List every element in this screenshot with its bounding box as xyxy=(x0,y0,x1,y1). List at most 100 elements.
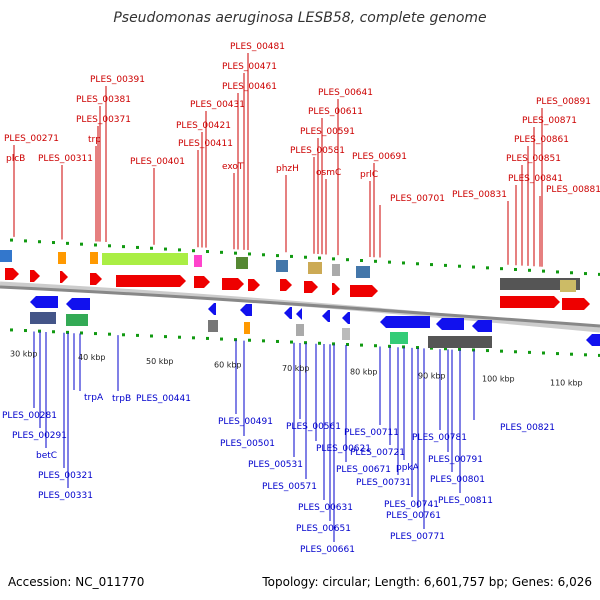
reverse-track-tick xyxy=(556,352,559,356)
scale-tick-label: 100 kbp xyxy=(482,375,515,384)
forward-gene-label[interactable]: PLES_00481 xyxy=(230,42,285,52)
forward-track-tick xyxy=(332,257,335,261)
reverse-gene-label[interactable]: PLES_00721 xyxy=(350,448,405,458)
reverse-gene-label[interactable]: PLES_00631 xyxy=(298,503,353,513)
forward-track-tick xyxy=(486,266,489,270)
reverse-track-tick xyxy=(122,333,125,337)
reverse-gene-label[interactable]: PLES_00441 xyxy=(136,394,191,404)
reverse-gene-label[interactable]: PLES_00281 xyxy=(2,411,57,421)
forward-gene-label[interactable]: osmC xyxy=(316,168,341,178)
forward-track-tick xyxy=(66,241,69,245)
forward-track-tick xyxy=(430,263,433,267)
forward-feature-box xyxy=(332,264,340,276)
reverse-gene-label[interactable]: PLES_00321 xyxy=(38,471,93,481)
forward-gene-arrow xyxy=(5,268,19,280)
reverse-gene-label[interactable]: betC xyxy=(36,451,57,461)
forward-gene-label[interactable]: exoT xyxy=(222,162,244,172)
forward-gene-label[interactable]: PLES_00411 xyxy=(178,139,233,149)
forward-track-tick xyxy=(598,272,600,276)
scale-tick-label: 40 kbp xyxy=(78,353,106,362)
forward-gene-label[interactable]: PLES_00831 xyxy=(452,190,507,200)
forward-feature-box xyxy=(356,266,370,278)
reverse-gene-label[interactable]: PLES_00491 xyxy=(218,417,273,427)
reverse-gene-label[interactable]: ppkA xyxy=(396,463,420,473)
forward-gene-label[interactable]: PLES_00611 xyxy=(308,107,363,117)
forward-gene-label[interactable]: PLES_00641 xyxy=(318,88,373,98)
reverse-track-tick xyxy=(514,350,517,354)
forward-track-tick xyxy=(402,261,405,265)
reverse-gene-label[interactable]: PLES_00621 xyxy=(316,444,371,454)
reverse-track-tick xyxy=(346,342,349,346)
reverse-gene-label[interactable]: PLES_00821 xyxy=(500,423,555,433)
reverse-gene-label[interactable]: PLES_00671 xyxy=(336,465,391,475)
reverse-gene-label[interactable]: PLES_00741 xyxy=(384,500,439,510)
forward-gene-label[interactable]: PLES_00891 xyxy=(536,97,591,107)
forward-gene-label[interactable]: PLES_00581 xyxy=(290,146,345,156)
forward-gene-label[interactable]: plcB xyxy=(6,154,25,164)
forward-gene-label[interactable]: PLES_00461 xyxy=(222,82,277,92)
reverse-gene-label[interactable]: PLES_00291 xyxy=(12,431,67,441)
forward-track-tick xyxy=(542,269,545,273)
forward-gene-label[interactable]: PLES_00691 xyxy=(352,152,407,162)
reverse-track-tick xyxy=(178,335,181,339)
forward-gene-label[interactable]: PLES_00471 xyxy=(222,62,277,72)
forward-gene-label[interactable]: PLES_00431 xyxy=(190,100,245,110)
reverse-gene-label[interactable]: PLES_00571 xyxy=(262,482,317,492)
forward-gene-label[interactable]: PLES_00391 xyxy=(90,75,145,85)
forward-gene-label[interactable]: PLES_00591 xyxy=(300,127,355,137)
forward-gene-label[interactable]: PLES_00311 xyxy=(38,154,93,164)
reverse-track-tick xyxy=(150,334,153,338)
forward-gene-label[interactable]: PLES_00371 xyxy=(76,115,131,125)
forward-track-tick xyxy=(346,258,349,262)
reverse-gene-label[interactable]: PLES_00771 xyxy=(390,532,445,542)
forward-gene-label[interactable]: PLES_00381 xyxy=(76,95,131,105)
reverse-track-tick xyxy=(248,338,251,342)
reverse-gene-label[interactable]: PLES_00651 xyxy=(296,524,351,534)
forward-gene-label[interactable]: prlC xyxy=(360,170,378,180)
reverse-track-tick xyxy=(234,338,237,342)
forward-gene-label[interactable]: PLES_00271 xyxy=(4,134,59,144)
reverse-gene-label[interactable]: PLES_00761 xyxy=(386,511,441,521)
forward-gene-arrow xyxy=(280,279,292,291)
reverse-gene-label[interactable]: PLES_00331 xyxy=(38,491,93,501)
forward-gene-label[interactable]: PLES_00701 xyxy=(390,194,445,204)
forward-gene-label[interactable]: PLES_00871 xyxy=(522,116,577,126)
reverse-gene-label[interactable]: trpB xyxy=(112,394,131,404)
forward-gene-label[interactable]: PLES_00401 xyxy=(130,157,185,167)
forward-gene-label[interactable]: phzH xyxy=(276,164,299,174)
forward-feature-box xyxy=(58,252,66,264)
forward-gene-label[interactable]: PLES_00851 xyxy=(506,154,561,164)
forward-feature-box xyxy=(560,280,576,292)
reverse-track-tick xyxy=(444,347,447,351)
forward-gene-label[interactable]: trp xyxy=(88,135,101,145)
reverse-gene-label[interactable]: PLES_00781 xyxy=(412,433,467,443)
reverse-gene-label[interactable]: PLES_00731 xyxy=(356,478,411,488)
reverse-gene-label[interactable]: PLES_00561 xyxy=(286,422,341,432)
forward-track-tick xyxy=(276,254,279,258)
forward-gene-label[interactable]: PLES_00841 xyxy=(508,174,563,184)
forward-gene-label[interactable]: PLES_00881 xyxy=(546,185,600,195)
reverse-gene-label[interactable]: PLES_00811 xyxy=(438,496,493,506)
reverse-track-tick xyxy=(318,341,321,345)
forward-gene-label[interactable]: PLES_00861 xyxy=(514,135,569,145)
reverse-gene-label[interactable]: PLES_00531 xyxy=(248,460,303,470)
forward-gene-label[interactable]: PLES_00421 xyxy=(176,121,231,131)
forward-gene-arrow xyxy=(304,281,318,293)
forward-track-tick xyxy=(304,255,307,259)
forward-feature-box xyxy=(0,250,12,262)
reverse-track-tick xyxy=(430,346,433,350)
map-title: Pseudomonas aeruginosa LESB58, complete … xyxy=(113,10,487,26)
reverse-gene-label[interactable]: trpA xyxy=(84,393,104,403)
label-leader-lines xyxy=(13,53,543,542)
forward-track-tick xyxy=(164,247,167,251)
reverse-gene-label[interactable]: PLES_00791 xyxy=(428,455,483,465)
reverse-gene-label[interactable]: PLES_00661 xyxy=(300,545,355,555)
reverse-gene-label[interactable]: PLES_00801 xyxy=(430,475,485,485)
reverse-track-tick xyxy=(458,347,461,351)
reverse-track-tick xyxy=(220,337,223,341)
reverse-gene-label[interactable]: PLES_00711 xyxy=(344,428,399,438)
reverse-gene-label[interactable]: PLES_00501 xyxy=(220,439,275,449)
reverse-track-tick xyxy=(416,346,419,350)
reverse-track-tick xyxy=(472,348,475,352)
